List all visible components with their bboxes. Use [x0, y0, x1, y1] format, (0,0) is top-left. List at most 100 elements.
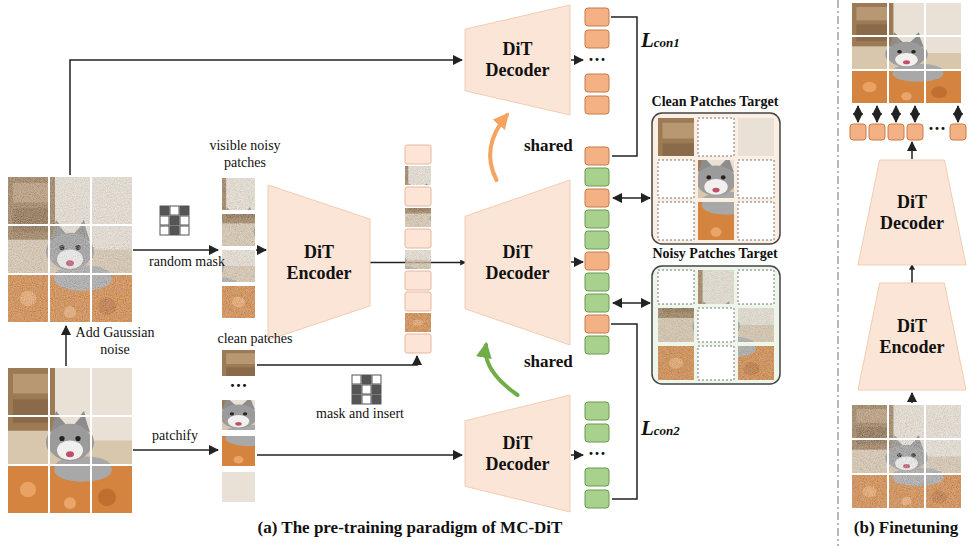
- annotation: visible noisy patches: [190, 138, 300, 172]
- clean-token: [585, 252, 609, 270]
- trapezoid-fill: [858, 160, 966, 265]
- clean-token: [869, 124, 885, 140]
- separator: [837, 0, 838, 546]
- mask-cell: [180, 216, 189, 225]
- double-arrow: [876, 106, 878, 122]
- mask-cell: [170, 206, 179, 215]
- noisy-token: [585, 336, 609, 354]
- clean-patch-column: [156, 350, 321, 546]
- empty-cell: [738, 270, 774, 304]
- block-label: DiT Decoder: [871, 192, 953, 233]
- block-label: DiT Decoder: [481, 433, 555, 474]
- edge-label: shared: [522, 352, 575, 372]
- arrow: [257, 454, 462, 456]
- noisy-token: [585, 294, 609, 312]
- image-patch: [12, 372, 132, 513]
- mask-cell: [372, 375, 381, 384]
- panel-heading: Noisy Patches Target: [640, 246, 790, 262]
- loss-bracket: [611, 324, 637, 499]
- annotation: mask and insert: [300, 406, 420, 423]
- clean-token: [585, 30, 609, 48]
- ellipsis: ···: [222, 376, 255, 397]
- noisy-token: [585, 210, 609, 228]
- mask-token: [405, 229, 431, 248]
- loss-label: Lcon2: [641, 416, 701, 441]
- arrow: [133, 249, 218, 251]
- noisy-target-grid: [658, 270, 774, 380]
- empty-cell: [738, 202, 774, 240]
- noisy-image: [8, 177, 132, 322]
- mask-cell: [352, 395, 361, 404]
- mask-cell: [180, 206, 189, 215]
- empty-cell: [658, 202, 694, 240]
- empty-cell: [698, 118, 734, 156]
- mask-cell: [372, 385, 381, 394]
- output-tokens-middle: [585, 147, 609, 354]
- empty-cell: [658, 160, 694, 198]
- trapezoid-fill: [465, 180, 570, 345]
- empty-cell: [698, 308, 734, 342]
- mask-token: [405, 271, 431, 290]
- double-arrow: [895, 106, 897, 122]
- arrow: [133, 449, 218, 451]
- clean-token: [585, 315, 609, 333]
- mask-cell: [160, 226, 169, 235]
- finetune-output-image: [852, 3, 961, 103]
- clean-token: [585, 8, 609, 26]
- noisy-token: [585, 231, 609, 249]
- arrow: [571, 261, 583, 263]
- ellipsis: ···: [925, 119, 949, 140]
- clean-token: [585, 147, 609, 165]
- mask-token: [405, 187, 431, 206]
- block-label: DiT Decoder: [481, 242, 555, 283]
- arrow: [571, 454, 583, 456]
- caption: (b) Finetuning: [842, 518, 970, 538]
- trapezoid-fill: [465, 395, 570, 512]
- target-panel: Noisy Patches Target: [640, 246, 790, 384]
- noisy-token: [585, 424, 609, 442]
- loss-label: Lcon1: [641, 28, 701, 53]
- target-panel: Clean Patches Target: [640, 94, 790, 244]
- mask-token: [405, 145, 431, 164]
- clean-image: [8, 368, 132, 513]
- clean-token: [907, 124, 923, 140]
- image-patch: [189, 376, 288, 466]
- shared-arrow: [490, 115, 507, 180]
- noisy-target-panel: [652, 266, 780, 384]
- block-label: DiT Encoder: [282, 242, 356, 283]
- shared-arrow: [486, 345, 518, 395]
- mask-token: [405, 334, 431, 353]
- noisy-token: [585, 468, 609, 486]
- annotation: Add Gaussian noise: [70, 325, 160, 359]
- mask-cell: [372, 395, 381, 404]
- finetune-tokens: [850, 124, 966, 140]
- noisy-token: [585, 168, 609, 186]
- clean-token: [585, 189, 609, 207]
- mask-cell: [160, 216, 169, 225]
- arrow: [65, 326, 67, 366]
- decoder-block: DiT Decoder: [465, 180, 570, 345]
- decoder-block: DiT Decoder: [465, 395, 570, 512]
- arrow: [257, 356, 417, 365]
- mask-icon: [352, 375, 381, 404]
- clean-target-grid: [658, 118, 774, 240]
- mask-cell: [362, 385, 371, 394]
- trapezoid-fill: [268, 185, 370, 340]
- image-patch: [856, 7, 961, 103]
- noisy-token: [585, 273, 609, 291]
- output-tokens-bottom: [585, 402, 609, 508]
- image-patch: [156, 472, 255, 546]
- mask-cell: [170, 216, 179, 225]
- block-label: DiT Decoder: [481, 39, 555, 80]
- edge-label: shared: [522, 136, 575, 156]
- encoder-block: DiT Encoder: [858, 283, 966, 390]
- ellipsis: ···: [585, 50, 609, 71]
- image-patch: [666, 278, 774, 380]
- ellipsis: ···: [585, 444, 609, 465]
- annotation: clean patches: [200, 331, 310, 348]
- mask-token: [405, 292, 431, 311]
- loss-bracket: [611, 17, 637, 156]
- clean-target-panel: [652, 113, 780, 244]
- mask-cell: [170, 226, 179, 235]
- finetune-input-image: [852, 405, 961, 508]
